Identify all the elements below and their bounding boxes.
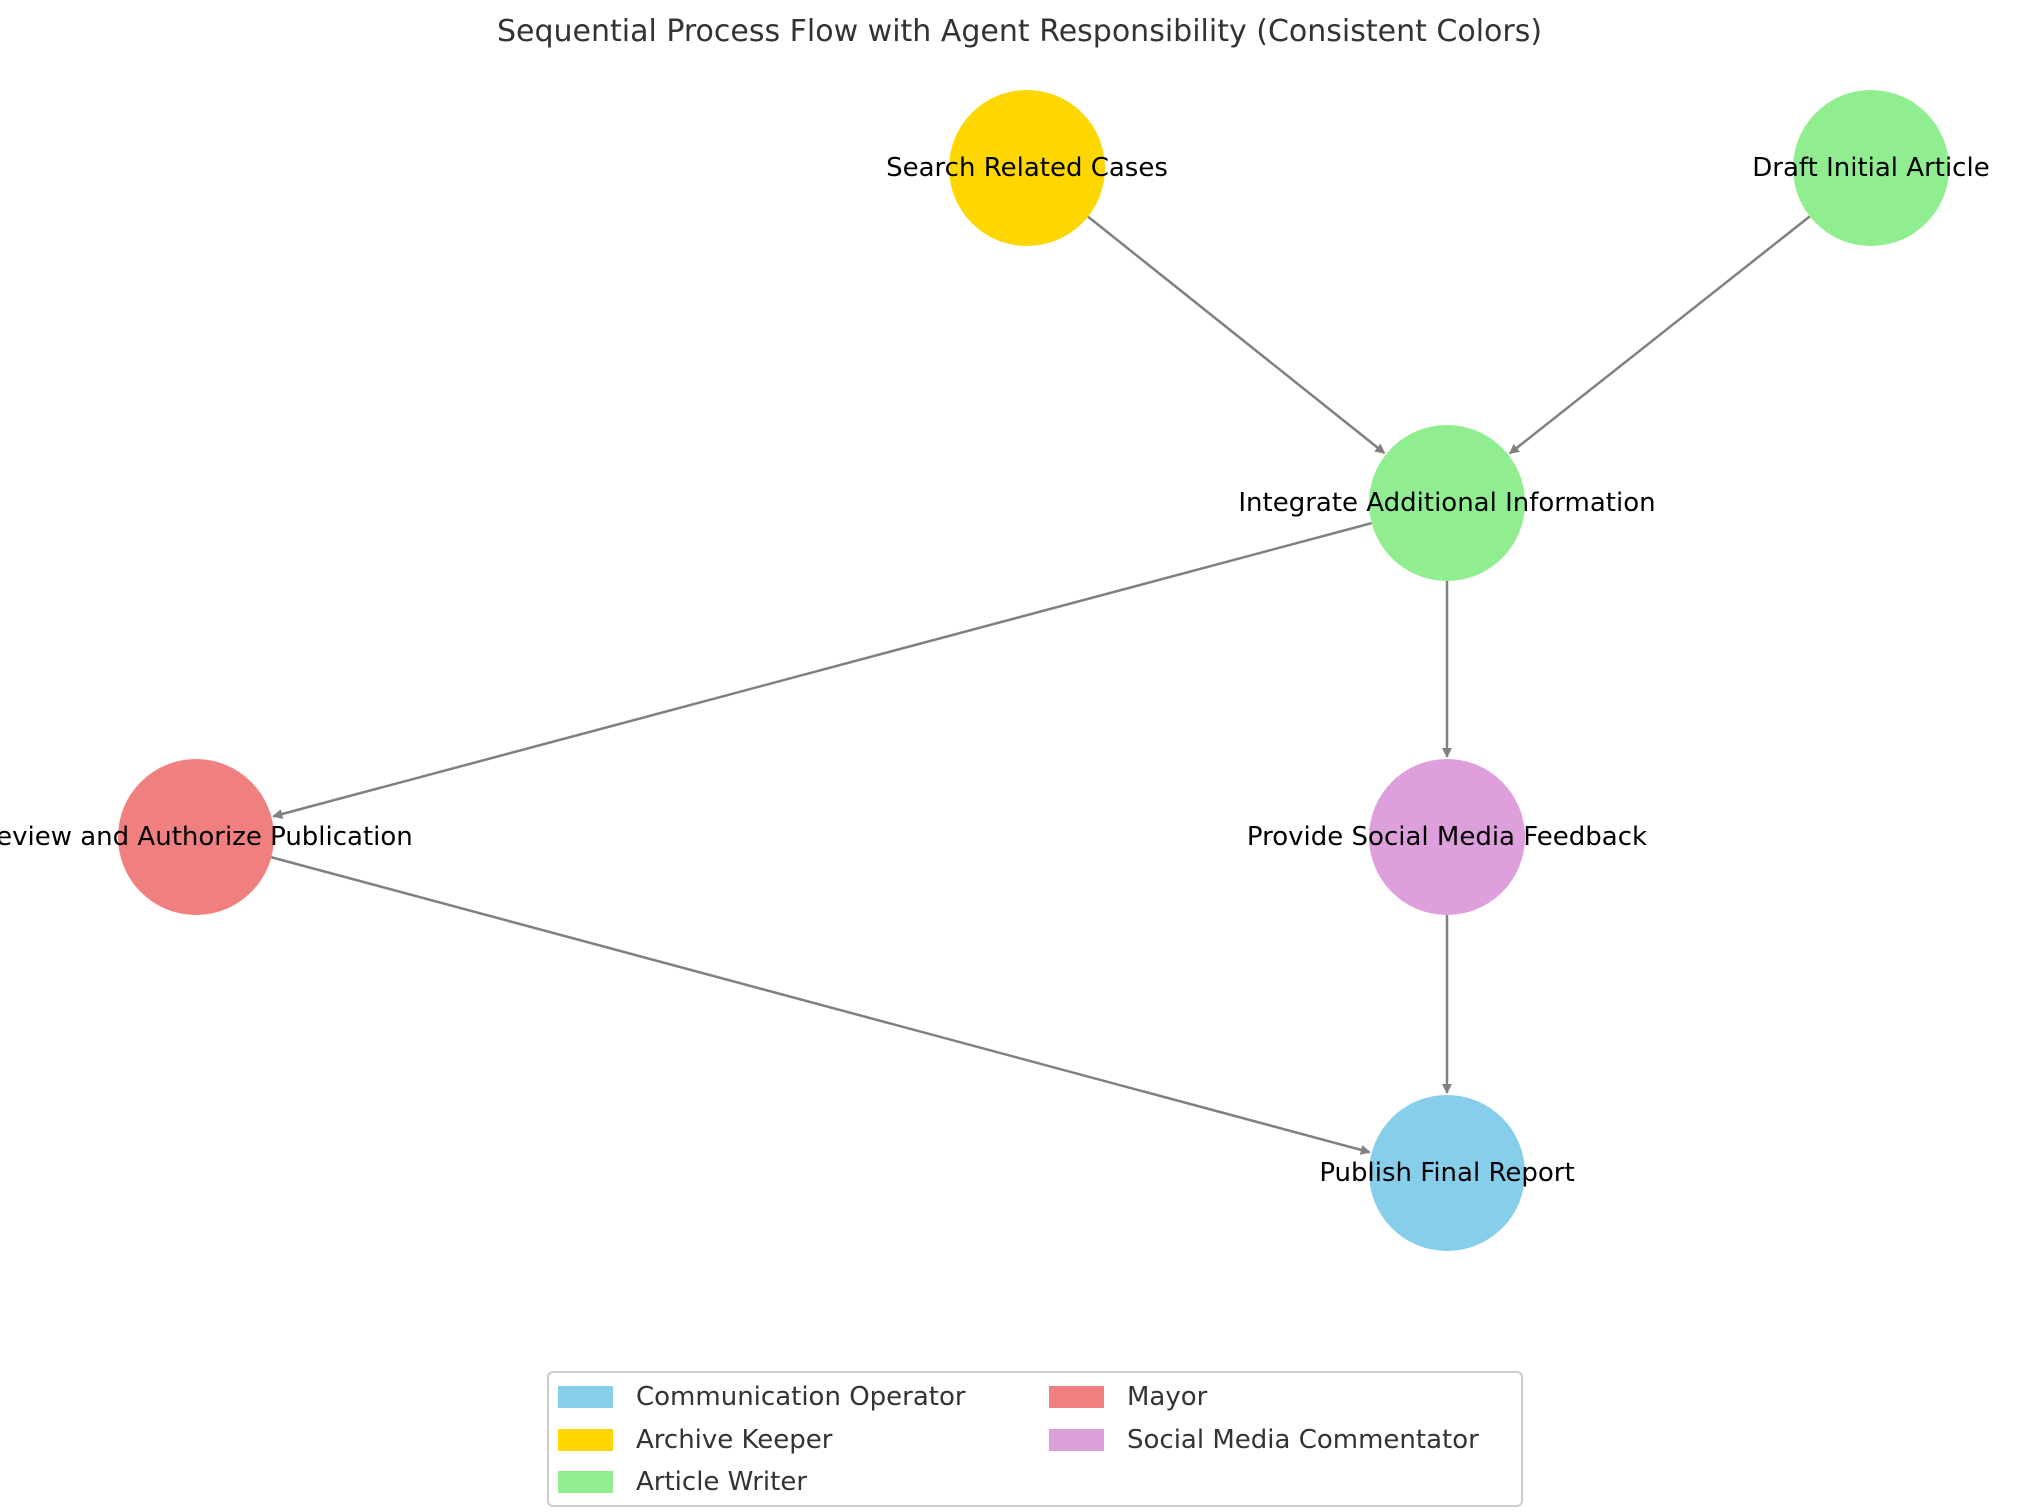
legend-swatch [558,1471,613,1493]
legend-label: Communication Operator [636,1382,966,1412]
legend-label: Archive Keeper [636,1425,833,1455]
legend-swatch [1049,1386,1104,1408]
node-integrate-additional-information: Integrate Additional Information [1238,425,1656,581]
edge-review-and-authorize-publication-to-publish-final-report [271,856,1371,1155]
node-label: Publish Final Report [1319,1158,1574,1188]
node-circle [1793,90,1949,246]
node-circle [949,90,1105,246]
legend-label: Mayor [1127,1382,1208,1412]
node-publish-final-report: Publish Final Report [1319,1095,1575,1251]
legend-item-communication-operator: Communication Operator [558,1382,966,1412]
diagram-title: Sequential Process Flow with Agent Respo… [496,14,1543,49]
node-circle [1369,425,1525,581]
node-review-and-authorize-publication: Review and Authorize Publication [0,759,413,915]
node-draft-initial-article: Draft Initial Article [1752,90,1990,246]
edges-layer [271,215,1811,1155]
node-label: Search Related Cases [886,153,1168,183]
node-provide-social-media-feedback: Provide Social Media Feedback [1247,759,1647,915]
legend-label: Social Media Commentator [1127,1425,1479,1455]
legend-item-article-writer: Article Writer [558,1467,807,1497]
nodes-layer: Search Related Cases Draft Initial Articl… [0,90,1990,1251]
node-label: Integrate Additional Information [1238,488,1655,518]
edge-integrate-additional-information-to-review-and-authorize-publication [272,521,1372,819]
legend-item-social-media-commentator: Social Media Commentator [1049,1425,1479,1455]
node-circle [1369,759,1525,915]
legend-item-mayor: Mayor [1049,1382,1208,1412]
node-label: Provide Social Media Feedback [1247,822,1647,852]
legend-frame [547,1371,1523,1507]
node-search-related-cases: Search Related Cases [886,90,1168,246]
edge-draft-initial-article-to-integrate-additional-information [1508,215,1811,455]
legend-swatch [1049,1429,1104,1451]
node-label: Review and Authorize Publication [0,822,413,852]
node-circle [118,759,274,915]
node-circle [1369,1095,1525,1251]
legend-swatch [558,1429,613,1451]
legend-item-archive-keeper: Archive Keeper [558,1425,833,1455]
edge-search-related-cases-to-integrate-additional-information [1087,215,1386,455]
legend-label: Article Writer [636,1467,807,1497]
legend-swatch [558,1386,613,1408]
node-label: Draft Initial Article [1752,153,1989,183]
